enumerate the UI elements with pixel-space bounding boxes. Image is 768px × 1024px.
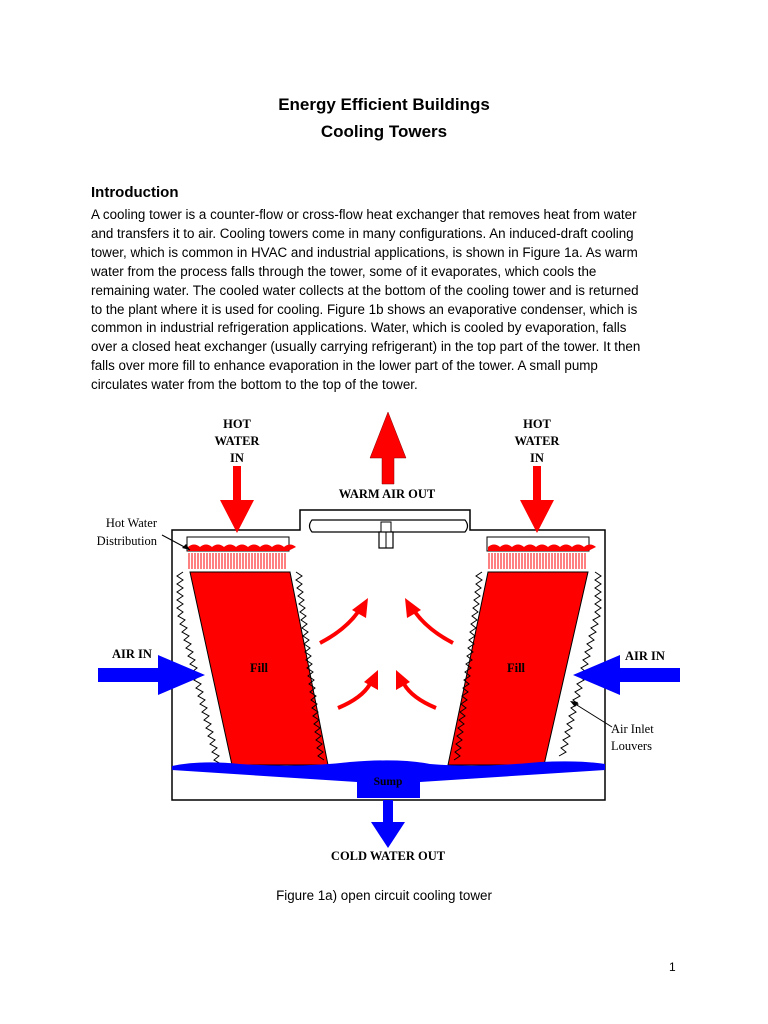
- paragraph-line: circulates water from the bottom to the …: [91, 377, 418, 393]
- hot-water-in-left-label-3: IN: [230, 451, 244, 465]
- louvers-left-inner: [295, 571, 325, 761]
- sump-water: [172, 760, 605, 798]
- paragraph-line: to the plant where it is used for coolin…: [91, 301, 638, 317]
- warm-air-out-label: WARM AIR OUT: [339, 487, 436, 501]
- fill-left-label: Fill: [250, 661, 269, 675]
- cooling-tower-diagram: HOT WATER IN HOT WATER IN WARM AIR OUT H…: [97, 411, 680, 863]
- figure-caption: Figure 1a) open circuit cooling tower: [276, 888, 492, 903]
- hot-water-in-right-label-2: WATER: [515, 434, 561, 448]
- hot-water-in-right-arrow: [520, 466, 554, 533]
- air-in-left-arrow: [98, 655, 205, 695]
- air-inlet-louvers-label-1: Air Inlet: [611, 722, 654, 736]
- paragraph-line: A cooling tower is a counter-flow or cro…: [91, 207, 637, 222]
- air-in-left-label: AIR IN: [112, 647, 152, 661]
- louvers-left-outer: [176, 571, 222, 765]
- document-subtitle: Cooling Towers: [320, 122, 448, 141]
- hot-water-in-left-label-1: HOT: [223, 417, 251, 431]
- paragraph-line: common in industrial refrigeration appli…: [91, 320, 627, 336]
- paragraph-line: tower, which is common in HVAC and indus…: [91, 244, 638, 260]
- spray-band-left: [188, 553, 286, 569]
- fan-icon: [308, 519, 469, 549]
- fill-right-label: Fill: [507, 661, 526, 675]
- air-flow-arrows: [319, 610, 454, 710]
- page-number: 1: [669, 960, 676, 974]
- air-in-right-arrow: [573, 655, 680, 695]
- hot-water-in-right-label-3: IN: [530, 451, 544, 465]
- paragraph-line: remaining water. The cooled water collec…: [91, 282, 639, 298]
- hot-water-in-left-arrow: [220, 466, 254, 533]
- louvers-leader-line: [571, 701, 613, 728]
- hot-water-in-right-label-1: HOT: [523, 417, 551, 431]
- hot-water-in-left-label-2: WATER: [215, 434, 261, 448]
- spray-band-right: [488, 553, 586, 569]
- sump-label: Sump: [374, 776, 403, 788]
- intro-paragraph: A cooling tower is a counter-flow or cro…: [91, 206, 691, 395]
- louvers-right-inner: [453, 571, 483, 761]
- paragraph-line: falls over more fill to enhance evaporat…: [91, 358, 598, 374]
- paragraph-line: over a closed heat exchanger (usually ca…: [91, 339, 641, 355]
- paragraph-line: and transfers it to air. Cooling towers …: [91, 225, 634, 241]
- cold-water-out-arrow: [371, 800, 405, 848]
- hot-water-distribution-label-2: Distribution: [97, 534, 158, 548]
- warm-air-out-arrow: [369, 411, 407, 485]
- document-title: Energy Efficient Buildings: [278, 95, 490, 114]
- louvers-right-outer: [558, 571, 602, 757]
- tower-casing: [171, 509, 606, 801]
- air-in-right-label: AIR IN: [625, 649, 665, 663]
- hot-water-distribution-label-1: Hot Water: [106, 516, 158, 530]
- section-heading: Introduction: [91, 184, 179, 201]
- air-inlet-louvers-label-2: Louvers: [611, 739, 652, 753]
- cold-water-out-label: COLD WATER OUT: [331, 849, 446, 863]
- paragraph-line: water from the process falls through the…: [91, 263, 597, 279]
